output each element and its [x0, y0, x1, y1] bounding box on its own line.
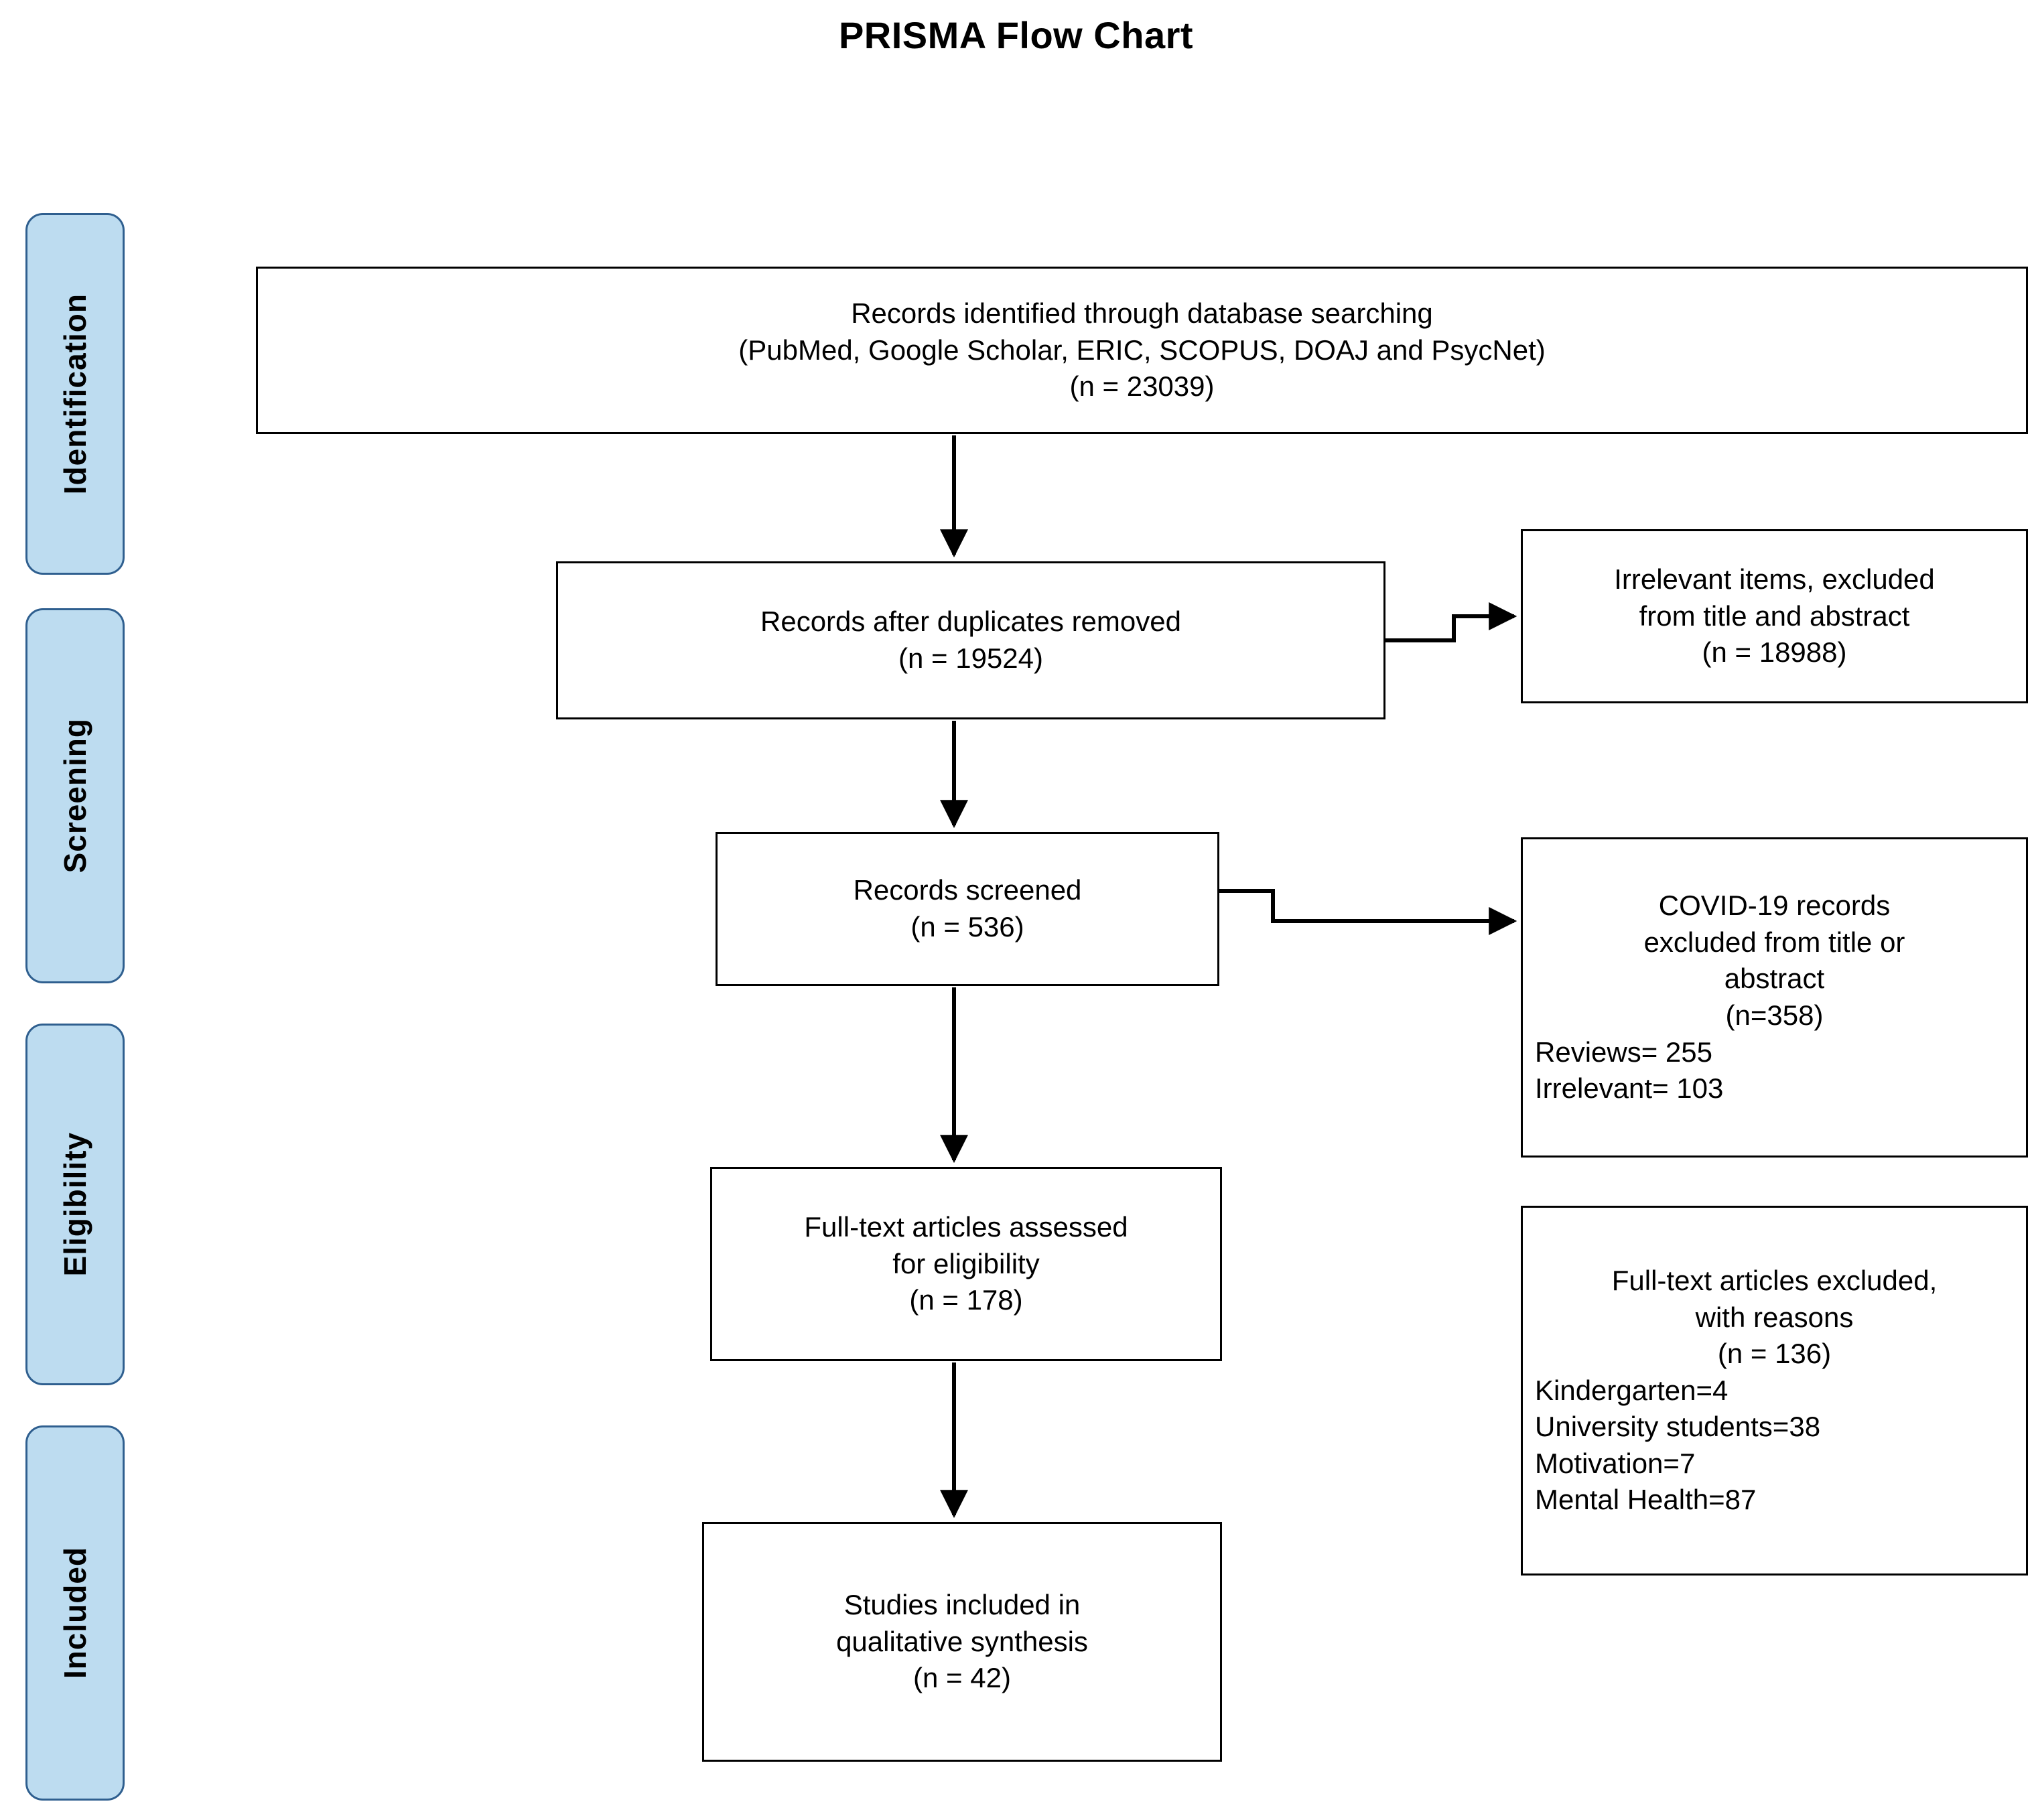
stage-label-included-text: Included [58, 1547, 92, 1679]
node-irrelevant-excluded-line1: Irrelevant items, excluded [1614, 563, 1935, 596]
node-fulltext-excluded-university: University students=38 [1535, 1411, 1821, 1443]
node-fulltext-excluded-line1: Full-text articles excluded, [1611, 1264, 1938, 1296]
node-records-after-duplicates: Records after duplicates removed (n = 19… [556, 561, 1385, 719]
node-fulltext-excluded: Full-text articles excluded, with reason… [1521, 1206, 2028, 1576]
node-studies-included: Studies included in qualitative synthesi… [702, 1522, 1222, 1762]
stage-label-included: Included [25, 1425, 125, 1801]
node-records-after-duplicates-count: (n = 19524) [898, 642, 1043, 674]
node-fulltext-excluded-kindergarten: Kindergarten=4 [1535, 1374, 1729, 1406]
node-covid-excluded-reviews: Reviews= 255 [1535, 1036, 1712, 1068]
stage-label-identification: Identification [25, 213, 125, 575]
node-records-identified-count: (n = 23039) [1069, 370, 1215, 403]
node-covid-excluded-irrelevant: Irrelevant= 103 [1535, 1072, 1724, 1105]
node-fulltext-assessed-line1: Full-text articles assessed [804, 1211, 1128, 1243]
node-irrelevant-excluded: Irrelevant items, excluded from title an… [1521, 529, 2028, 703]
page-title: PRISMA Flow Chart [838, 14, 1194, 56]
stage-label-eligibility: Eligibility [25, 1024, 125, 1385]
stage-label-screening-text: Screening [58, 718, 92, 873]
node-covid-excluded-count: (n=358) [1725, 999, 1824, 1031]
node-studies-included-count: (n = 42) [913, 1662, 1011, 1694]
node-studies-included-line1: Studies included in [843, 1589, 1081, 1621]
node-covid-excluded-line2: excluded from title or [1643, 926, 1905, 958]
node-records-screened-count: (n = 536) [910, 911, 1024, 942]
edge-duplicates-to-irrelevant [1385, 602, 1517, 642]
node-fulltext-excluded-motivation: Motivation=7 [1535, 1447, 1696, 1479]
node-fulltext-excluded-mental-health: Mental Health=87 [1535, 1484, 1757, 1516]
node-covid-excluded-line3: abstract [1724, 963, 1825, 995]
node-covid-excluded-line1: COVID-19 records [1658, 890, 1891, 922]
node-records-identified-line2: (PubMed, Google Scholar, ERIC, SCOPUS, D… [738, 334, 1546, 366]
node-irrelevant-excluded-count: (n = 18988) [1702, 636, 1847, 669]
node-fulltext-excluded-count: (n = 136) [1717, 1338, 1832, 1370]
node-covid-excluded: COVID-19 records excluded from title or … [1521, 837, 2028, 1158]
node-records-after-duplicates-line1: Records after duplicates removed [760, 606, 1181, 638]
node-studies-included-line2: qualitative synthesis [836, 1625, 1088, 1657]
stage-label-screening: Screening [25, 608, 125, 983]
node-records-screened-line1: Records screened [853, 874, 1082, 906]
node-records-identified: Records identified through database sear… [256, 267, 2028, 434]
node-records-screened: Records screened (n = 536) [716, 832, 1219, 986]
node-fulltext-assessed: Full-text articles assessed for eligibil… [710, 1167, 1222, 1361]
node-records-identified-line1: Records identified through database sear… [851, 297, 1433, 330]
stage-label-identification-text: Identification [58, 293, 92, 495]
node-irrelevant-excluded-line2: from title and abstract [1639, 600, 1910, 632]
edge-screened-to-covid [1219, 889, 1517, 935]
node-fulltext-assessed-line2: for eligibility [892, 1247, 1040, 1279]
node-fulltext-excluded-line2: with reasons [1695, 1301, 1854, 1333]
node-fulltext-assessed-count: (n = 178) [909, 1284, 1023, 1316]
stage-label-eligibility-text: Eligibility [58, 1132, 92, 1277]
